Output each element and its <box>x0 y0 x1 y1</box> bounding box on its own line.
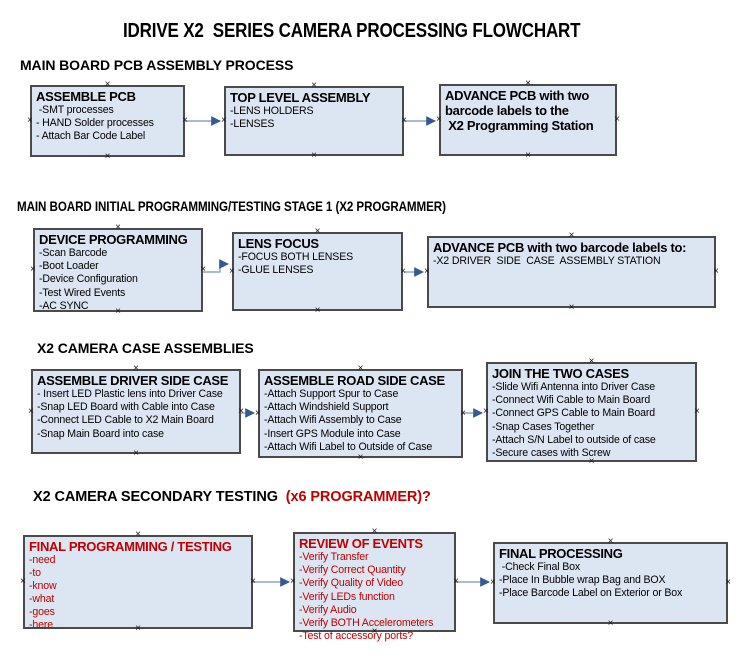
box-line: -Verify Correct Quantity <box>299 564 406 577</box>
box-line: -Attach Windshield Support <box>264 401 389 414</box>
anchor-x-icon: × <box>357 452 364 463</box>
box-line: -GLUE LENSES <box>238 264 314 277</box>
anchor-x-icon: × <box>453 576 459 587</box>
box-line: -Verify Audio <box>299 603 357 616</box>
box-title: FINAL PROGRAMMING / TESTING <box>29 539 232 554</box>
box-advance-pcb-programming-station[interactable]: ADVANCE PCB with two barcode labels to t… <box>436 79 620 161</box>
box-line: -Attach S/N Label to outside of case <box>492 433 656 446</box>
box-line: -LENS HOLDERS <box>230 105 314 117</box>
box-line: -know <box>29 580 57 592</box>
box-title: ASSEMBLE ROAD SIDE CASE <box>264 373 445 388</box>
box-title: ADVANCE PCB with two barcode labels to t… <box>445 88 594 133</box>
box-assemble-road-side-case[interactable]: ASSEMBLE ROAD SIDE CASE -Attach Support … <box>255 364 466 463</box>
box-line: -Attach Wifi Label to Outside of Case <box>264 440 433 453</box>
box-line: -Check Final Box <box>499 561 581 573</box>
box-line: -Verify Transfer <box>299 551 369 563</box>
anchor-x-icon: × <box>250 576 256 587</box>
box-line: -Insert GPS Module into Case <box>264 427 401 440</box>
box-line: - HAND Solder processes <box>36 117 154 130</box>
box-line: -Verify Quality of Video <box>299 577 403 590</box>
section-header-initial-programming: MAIN BOARD INITIAL PROGRAMMING/TESTING S… <box>17 198 446 214</box>
page-title: IDRIVE X2 SERIES CAMERA PROCESSING FLOWC… <box>123 20 581 42</box>
box-title: TOP LEVEL ASSEMBLY <box>230 90 371 105</box>
box-line: -Connect GPS Cable to Main Board <box>492 407 656 420</box>
box-line: -SMT processes <box>36 104 114 116</box>
box-line: -Secure cases with Screw <box>492 447 611 460</box>
box-title: LENS FOCUS <box>238 236 319 251</box>
anchor-x-icon: × <box>525 150 531 161</box>
box-title: REVIEW OF EVENTS <box>299 536 423 551</box>
box-line: -FOCUS BOTH LENSES <box>238 251 354 263</box>
box-title: ASSEMBLE PCB <box>36 89 136 104</box>
flow-arrow <box>203 259 229 273</box>
box-line: -Attach Support Spur to Case <box>264 388 399 400</box>
section-header-pcb-assembly: MAIN BOARD PCB ASSEMBLY PROCESS <box>20 57 294 73</box>
box-line: -Test of accessory ports? <box>299 630 414 643</box>
box-line: -Connect Wifi Cable to Main Board <box>492 394 651 407</box>
box-line: -Place Barcode Label on Exterior or Box <box>499 587 683 600</box>
box-line: - Insert LED Plastic lens into Driver Ca… <box>37 388 223 400</box>
box-line: -LENSES <box>230 118 275 131</box>
secondary-testing-label: X2 CAMERA SECONDARY TESTING <box>33 489 282 505</box>
box-join-the-two-cases[interactable]: JOIN THE TWO CASES -Slide Wifi Antenna i… <box>483 357 700 467</box>
section-header-secondary-testing: X2 CAMERA SECONDARY TESTING (x6 PROGRAMM… <box>33 489 431 505</box>
anchor-x-icon: × <box>424 266 430 277</box>
anchor-x-icon: × <box>694 406 700 417</box>
anchor-x-icon: × <box>401 115 407 126</box>
box-line: -Scan Barcode <box>39 247 108 259</box>
box-title: ASSEMBLE DRIVER SIDE CASE <box>37 373 229 388</box>
box-line: -Snap Main Board into case <box>37 427 164 440</box>
box-line: -Verify LEDs function <box>299 590 395 603</box>
box-line: -Place In Bubble wrap Bag and BOX <box>499 574 666 587</box>
box-top-level-assembly[interactable]: TOP LEVEL ASSEMBLY -LENS HOLDERS -LENSES… <box>221 81 407 161</box>
box-line: -Attach Wifi Assembly to Case <box>264 414 402 427</box>
box-title: FINAL PROCESSING <box>499 546 623 561</box>
anchor-x-icon: × <box>238 405 244 417</box>
box-line: -Snap Cases Together <box>492 420 595 433</box>
anchor-x-icon: × <box>104 151 111 162</box>
box-title: JOIN THE TWO CASES <box>492 366 629 381</box>
box-assemble-pcb[interactable]: ASSEMBLE PCB -SMT processes - HAND Solde… <box>27 80 188 162</box>
secondary-testing-red-note: (x6 PROGRAMMER)? <box>281 489 431 505</box>
anchor-x-icon: × <box>311 150 317 161</box>
anchor-x-icon: × <box>725 577 731 588</box>
box-line: -Verify BOTH Accelerometers <box>299 617 434 630</box>
box-line: -what <box>29 593 55 605</box>
anchor-x-icon: × <box>614 114 620 125</box>
anchor-x-icon: × <box>713 266 719 277</box>
box-line: -here <box>29 619 53 631</box>
anchor-x-icon: × <box>607 618 614 629</box>
box-line: -Slide Wifi Antenna into Driver Case <box>492 381 655 393</box>
box-line: -AC SYNC <box>39 299 89 312</box>
anchor-x-icon: × <box>460 407 466 419</box>
box-assemble-driver-side-case[interactable]: ASSEMBLE DRIVER SIDE CASE - Insert LED P… <box>28 364 244 459</box>
box-line: -Test Wired Events <box>39 286 126 299</box>
box-line: -Boot Loader <box>39 260 99 273</box>
box-line: -Snap LED Board with Cable into Case <box>37 401 215 414</box>
box-title: ADVANCE PCB with two barcode labels to: <box>433 240 687 255</box>
box-line: -to <box>29 567 41 579</box>
box-title: DEVICE PROGRAMMING <box>39 232 188 247</box>
anchor-x-icon: × <box>314 305 321 316</box>
anchor-x-icon: × <box>182 115 188 126</box>
box-line: -Device Configuration <box>39 273 138 286</box>
box-final-programming-testing[interactable]: FINAL PROGRAMMING / TESTING -need -to -k… <box>20 530 256 634</box>
anchor-x-icon: × <box>568 302 575 313</box>
anchor-x-icon: × <box>400 265 406 277</box>
box-line: -goes <box>29 606 55 618</box>
box-line: - Attach Bar Code Label <box>36 130 146 143</box>
box-advance-pcb-driver-side[interactable]: ADVANCE PCB with two barcode labels to: … <box>424 231 719 313</box>
box-lens-focus[interactable]: LENS FOCUS -FOCUS BOTH LENSES -GLUE LENS… <box>229 227 406 316</box>
box-device-programming[interactable]: DEVICE PROGRAMMING -Scan Barcode -Boot L… <box>30 223 206 317</box>
box-final-processing[interactable]: FINAL PROCESSING -Check Final Box -Place… <box>490 537 731 629</box>
box-review-of-events[interactable]: REVIEW OF EVENTS -Verify Transfer -Verif… <box>290 527 459 643</box>
section-header-case-assemblies: X2 CAMERA CASE ASSEMBLIES <box>37 340 254 356</box>
box-line: -need <box>29 554 56 566</box>
box-line: -X2 DRIVER SIDE CASE ASSEMBLY STATION <box>433 255 661 267</box>
box-line: -Connect LED Cable to X2 Main Board <box>37 414 214 427</box>
anchor-x-icon: × <box>200 264 206 275</box>
anchor-x-icon: × <box>133 448 139 459</box>
